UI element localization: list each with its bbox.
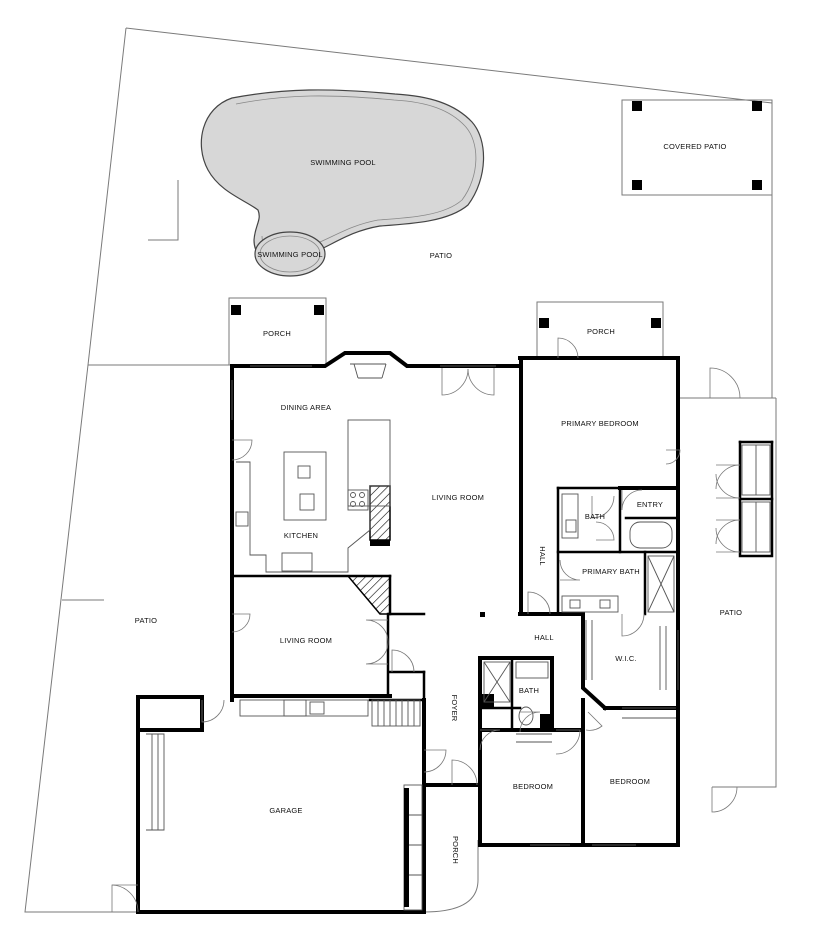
room-labels: SWIMMING POOL SWIMMING POOL COVERED PATI… [135,142,742,864]
label-swimming-pool-main: SWIMMING POOL [310,158,376,167]
label-hall-center: HALL [534,633,554,642]
bath-fixtures [483,493,676,743]
covered-patio [621,99,773,196]
right-side-cabinets [741,444,771,553]
interior-walls [230,440,774,732]
kitchen-fixtures [235,419,391,573]
door-swings [111,337,741,913]
label-kitchen: KITCHEN [284,531,318,540]
label-foyer: FOYER [450,695,459,722]
garage-fixtures [146,699,423,911]
label-bath-primary: BATH [585,512,605,521]
label-living-room-main: LIVING ROOM [432,493,484,502]
label-primary-bath: PRIMARY BATH [582,567,640,576]
swimming-pool [200,89,485,277]
label-patio-right: PATIO [720,608,742,617]
label-entry: ENTRY [637,500,663,509]
label-primary-bedroom: PRIMARY BEDROOM [561,419,639,428]
label-bath-secondary: BATH [519,686,539,695]
hatched-areas [346,485,552,730]
label-dining-area: DINING AREA [281,403,332,412]
label-patio-left: PATIO [135,616,157,625]
label-swimming-pool-spa: SWIMMING POOL [257,250,323,259]
lot-boundary [24,27,777,913]
label-porch-left: PORCH [263,329,291,338]
label-bedroom-right: BEDROOM [610,777,650,786]
label-bedroom-left: BEDROOM [513,782,553,791]
label-covered-patio: COVERED PATIO [663,142,726,151]
label-wic: W.I.C. [615,654,637,663]
windows [231,363,679,846]
label-patio-top: PATIO [430,251,452,260]
label-garage: GARAGE [269,806,302,815]
label-hall-vertical: HALL [538,546,547,566]
label-porch-front: PORCH [451,836,460,864]
label-living-room-small: LIVING ROOM [280,636,332,645]
stairs [371,699,421,727]
label-porch-right: PORCH [587,327,615,336]
